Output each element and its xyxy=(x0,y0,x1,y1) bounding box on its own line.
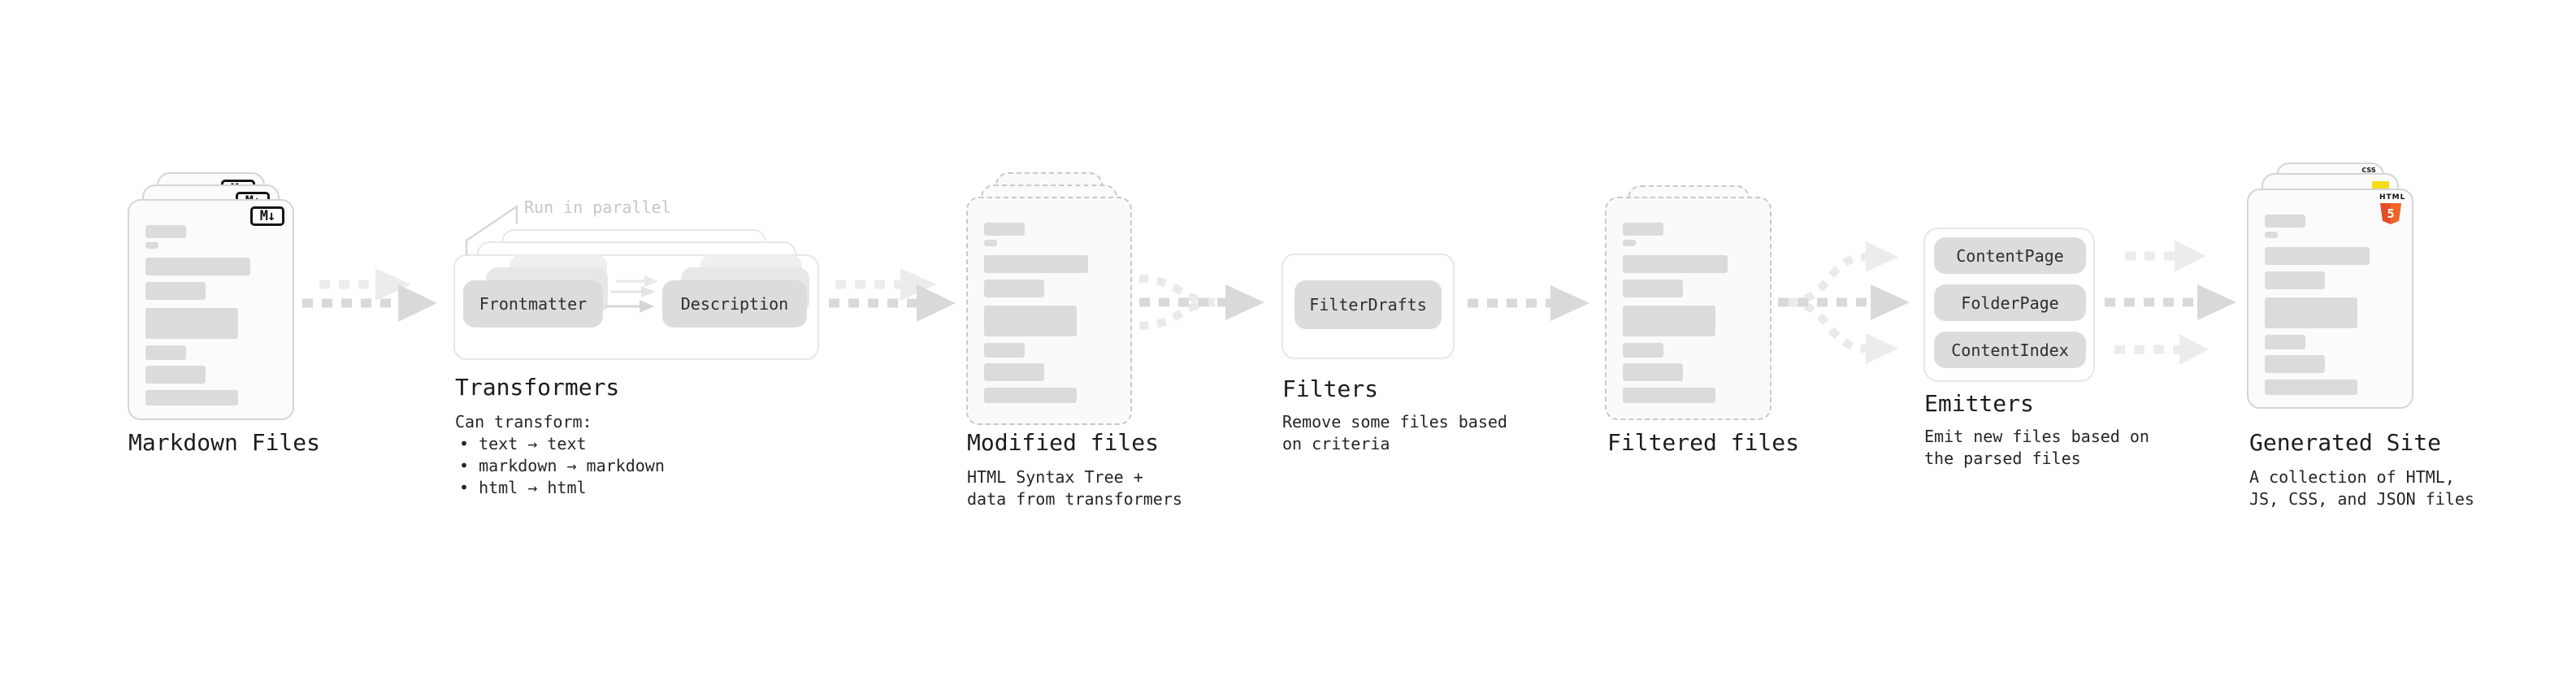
transformers-bullet: • text → text xyxy=(459,434,587,453)
doc-content-placeholder xyxy=(984,223,1114,403)
frontmatter-pill: Frontmatter xyxy=(463,280,603,327)
markdown-icon: M↓ xyxy=(250,206,284,226)
doc-content-placeholder xyxy=(1623,223,1754,403)
arrow-transformers-to-modified-icon xyxy=(829,268,956,322)
transformers-label: Transformers xyxy=(455,374,620,401)
filterdrafts-pill: FilterDrafts xyxy=(1295,280,1442,329)
filtered-files-label: Filtered files xyxy=(1607,429,1800,456)
transformers-bullet: • html → html xyxy=(459,478,587,497)
emitters-subtitle: the parsed files xyxy=(1924,449,2081,468)
arrow-filters-to-filtered-icon xyxy=(1468,285,1589,321)
markdown-files-label: Markdown Files xyxy=(128,429,321,456)
modified-files-subtitle: data from transformers xyxy=(967,489,1182,509)
markdown-doc-front: M↓ xyxy=(128,199,294,420)
generated-site-subtitle: A collection of HTML, xyxy=(2249,467,2455,487)
filters-subtitle: Remove some files based xyxy=(1282,412,1507,432)
arrow-modified-to-filters-icon xyxy=(1138,275,1264,330)
arrow-emitters-to-generated-icon xyxy=(2105,241,2236,365)
generated-site-label: Generated Site xyxy=(2249,429,2442,456)
javascript-icon xyxy=(2372,181,2389,190)
modified-files-label: Modified files xyxy=(967,429,1160,456)
doc-content-placeholder xyxy=(2265,215,2396,395)
transformers-desc-heading: Can transform: xyxy=(455,412,592,432)
generated-doc-front: HTML 5 xyxy=(2247,189,2413,409)
filtered-doc-front xyxy=(1605,197,1772,420)
modified-files-subtitle: HTML Syntax Tree + xyxy=(967,467,1143,487)
description-pill: Description xyxy=(662,280,807,327)
transformers-bullet: • markdown → markdown xyxy=(459,456,665,475)
arrow-filtered-to-emitters-icon xyxy=(1778,241,1910,364)
emitters-label: Emitters xyxy=(1924,390,2034,417)
contentindex-pill: ContentIndex xyxy=(1934,332,2086,368)
run-in-parallel-note: Run in parallel xyxy=(524,197,671,217)
modified-doc-front xyxy=(966,197,1132,425)
doc-content-placeholder xyxy=(145,225,276,406)
folderpage-pill: FolderPage xyxy=(1934,284,2086,321)
generated-site-subtitle: JS, CSS, and JSON files xyxy=(2249,489,2474,509)
arrow-markdown-to-transformers-icon xyxy=(302,268,437,322)
html5-icon: HTML 5 xyxy=(2379,194,2405,224)
contentpage-pill: ContentPage xyxy=(1934,237,2086,274)
filters-subtitle: on criteria xyxy=(1282,434,1390,453)
emitters-subtitle: Emit new files based on xyxy=(1924,427,2149,446)
filters-label: Filters xyxy=(1282,375,1379,402)
